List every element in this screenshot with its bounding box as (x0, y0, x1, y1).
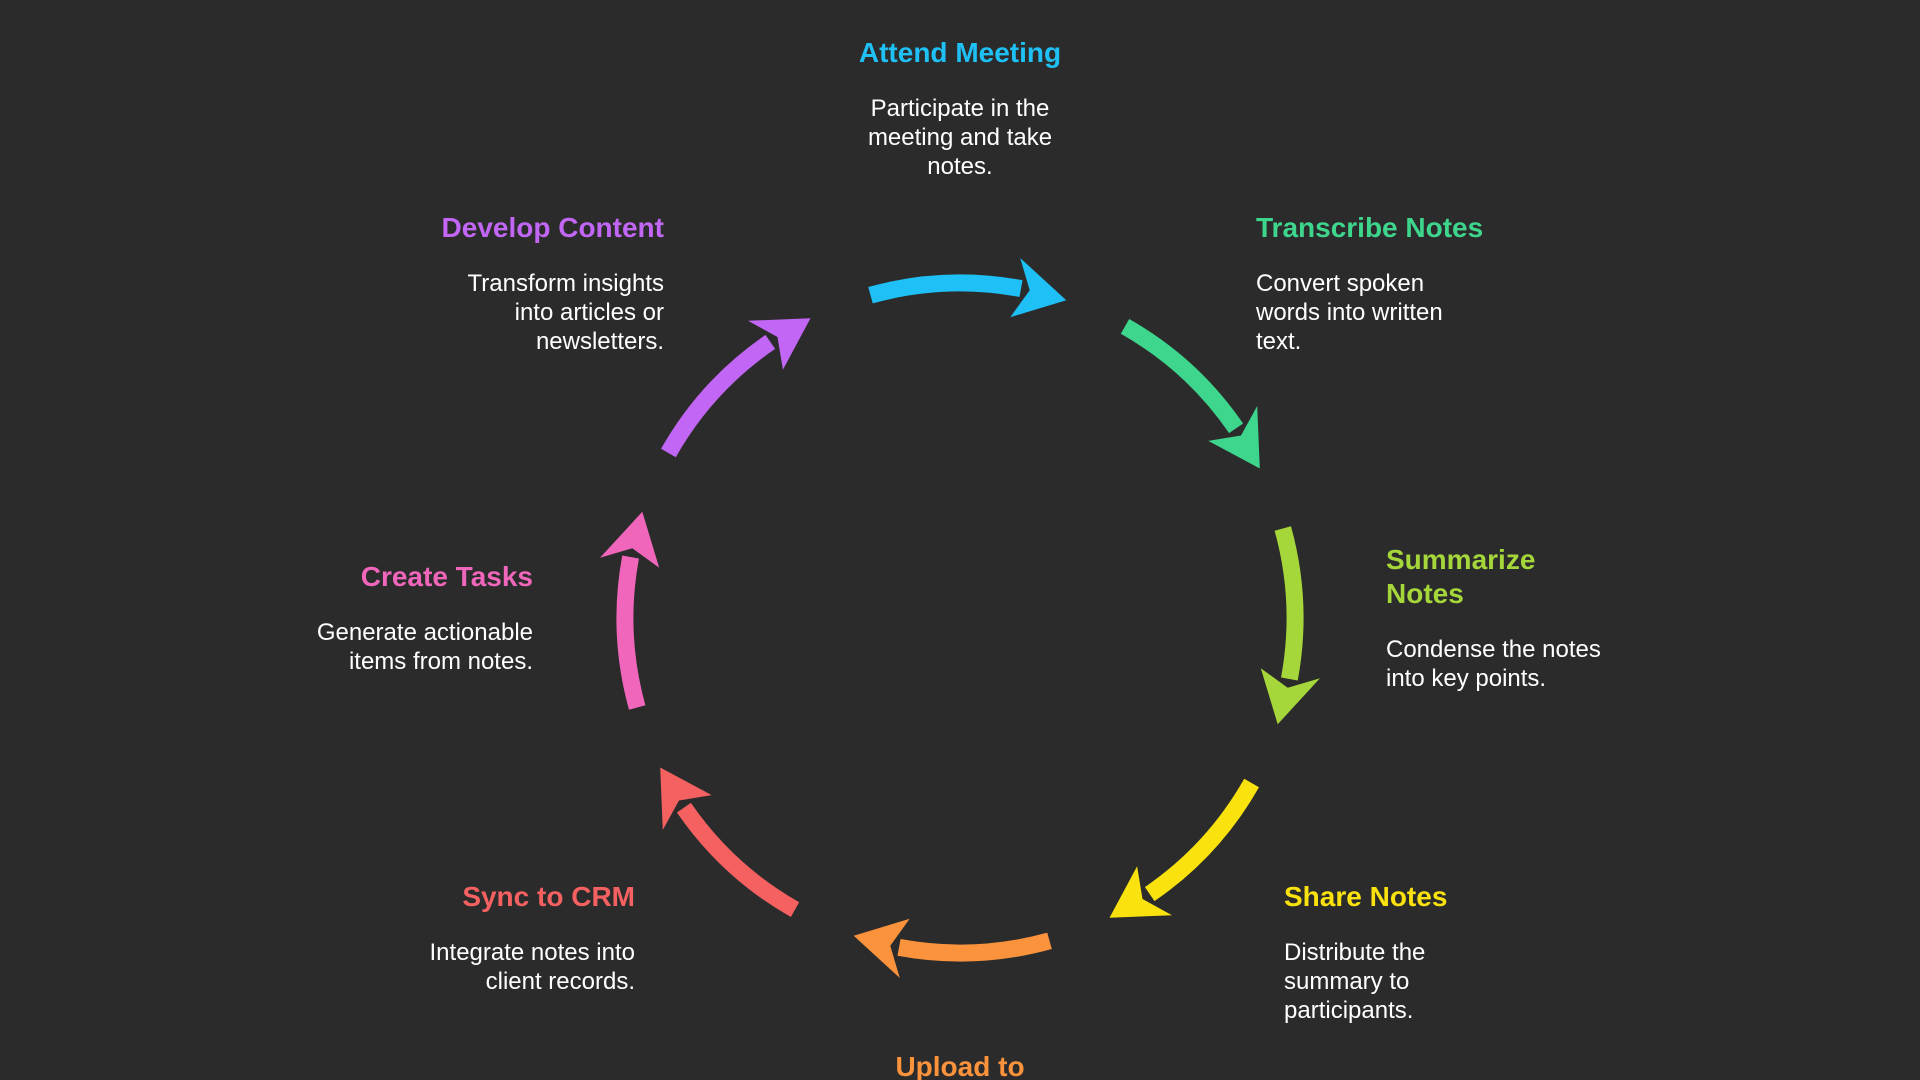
arrowhead-transcribe-notes (1208, 406, 1260, 469)
step-create-tasks: Create Tasks Generate actionable items f… (233, 560, 533, 676)
step-title-summarize-notes: Summarize Notes (1386, 544, 1536, 609)
step-title-share-notes: Share Notes (1284, 881, 1448, 912)
step-title-transcribe-notes: Transcribe Notes (1256, 212, 1484, 243)
step-title-upload-to: Upload to (895, 1051, 1025, 1080)
arrowhead-upload-to (853, 918, 910, 978)
step-title-sync-to-crm: Sync to CRM (462, 881, 635, 912)
arrow-shaft-share-notes (1144, 778, 1259, 902)
arrowhead-summarize-notes (1260, 668, 1320, 725)
arrow-shaft-create-tasks (616, 555, 646, 710)
arrowhead-attend-meeting (1010, 258, 1067, 318)
step-attend-meeting: Attend Meeting Participate in the meetin… (800, 36, 1120, 181)
step-title-create-tasks: Create Tasks (360, 561, 533, 592)
arrow-share-notes (1109, 778, 1259, 918)
step-develop-content: Develop Content Transform insights into … (334, 211, 664, 356)
arrow-summarize-notes (1260, 526, 1320, 725)
arrowhead-sync-to-crm (660, 767, 712, 830)
step-summarize-notes: Summarize Notes Condense the notes into … (1386, 543, 1686, 693)
step-title-develop-content: Develop Content (441, 212, 664, 243)
arrow-develop-content (661, 318, 811, 458)
arrow-shaft-transcribe-notes (1120, 319, 1244, 434)
step-description-share-notes: Distribute the summary to participants. (1284, 939, 1426, 1024)
arrow-shaft-summarize-notes (1274, 526, 1304, 681)
step-title-attend-meeting: Attend Meeting (858, 37, 1062, 68)
arrow-shaft-sync-to-crm (676, 802, 800, 917)
arrow-shaft-develop-content (661, 334, 776, 458)
step-description-attend-meeting: Participate in the meeting and take note… (867, 95, 1053, 180)
step-sync-to-crm: Sync to CRM Integrate notes into client … (335, 880, 635, 996)
step-transcribe-notes: Transcribe Notes Convert spoken words in… (1256, 211, 1576, 356)
step-description-develop-content: Transform insights into articles or news… (467, 270, 665, 355)
arrowhead-create-tasks (600, 511, 660, 568)
step-description-sync-to-crm: Integrate notes into client records. (429, 939, 635, 995)
step-upload-to: Upload to (800, 1050, 1120, 1080)
step-share-notes: Share Notes Distribute the summary to pa… (1284, 880, 1584, 1025)
arrow-transcribe-notes (1120, 319, 1260, 469)
arrowhead-develop-content (748, 318, 811, 370)
arrow-attend-meeting (868, 258, 1067, 318)
step-description-transcribe-notes: Convert spoken words into written text. (1256, 270, 1443, 355)
arrow-shaft-upload-to (897, 932, 1052, 962)
step-description-create-tasks: Generate actionable items from notes. (316, 619, 533, 675)
arrow-shaft-attend-meeting (868, 274, 1023, 304)
arrow-sync-to-crm (660, 767, 800, 917)
arrow-create-tasks (600, 511, 660, 710)
arrowhead-share-notes (1109, 866, 1172, 918)
arrow-upload-to (853, 918, 1052, 978)
step-description-summarize-notes: Condense the notes into key points. (1386, 636, 1601, 692)
